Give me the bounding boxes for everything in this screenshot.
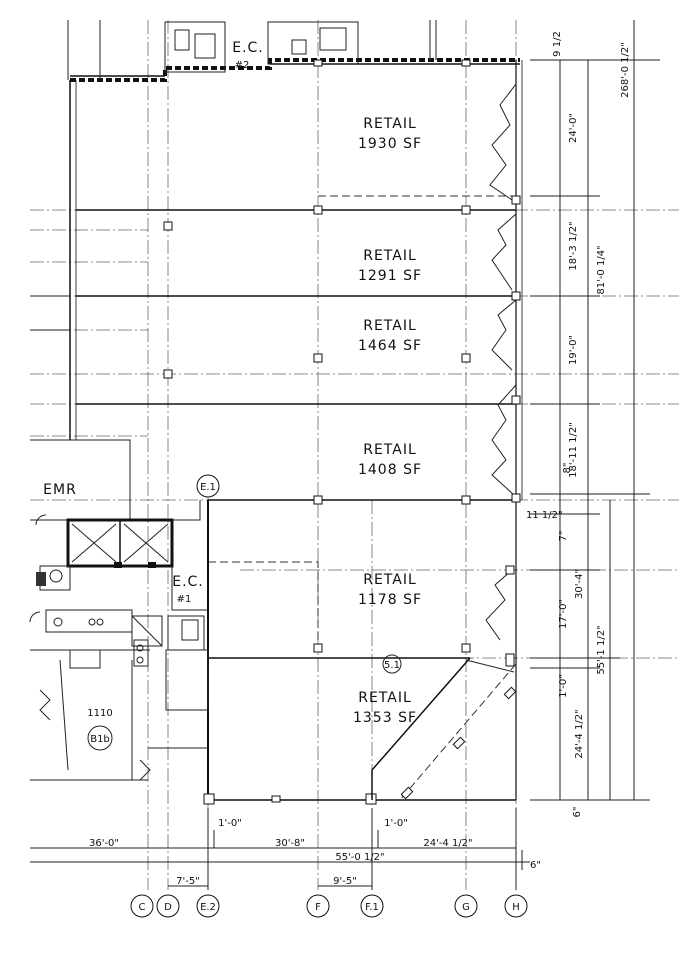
dim-24-4: 24'-4 1/2" <box>574 709 585 758</box>
grid-bubble-d: D <box>164 902 172 913</box>
dim-6in-right: 6" <box>572 807 583 818</box>
retail-6-area: 1353 SF <box>353 710 417 726</box>
room-labels: RETAIL 1930 SF RETAIL 1291 SF RETAIL 146… <box>43 40 422 751</box>
dim-18-3: 18'-3 1/2" <box>568 221 579 270</box>
ec2-label: E.C. <box>232 40 264 56</box>
dim-1-0-left: 1'-0" <box>218 818 242 829</box>
ec1-core <box>29 295 209 781</box>
retail-3-name: RETAIL <box>363 318 417 334</box>
grid-bubbles: E.1 C D E.2 F F.1 G H <box>130 474 528 918</box>
dim-55-0: 55'-0 1/2" <box>335 852 384 863</box>
retail-2-area: 1291 SF <box>358 268 422 284</box>
ec1-label: E.C. <box>172 574 204 590</box>
dim-24-0: 24'-0" <box>568 113 579 143</box>
retail-4-name: RETAIL <box>363 442 417 458</box>
ec1-number: #1 <box>177 594 192 605</box>
dim-19-0: 19'-0" <box>568 335 579 365</box>
retail-2-name: RETAIL <box>363 248 417 264</box>
bubble-5-1-label: 5.1 <box>384 660 400 671</box>
dim-11-half: 11 1/2" <box>526 510 563 521</box>
unit-number: 1110 <box>87 708 112 719</box>
retail-5-name: RETAIL <box>363 572 417 588</box>
grid-bubble-e1: E.1 <box>200 482 216 493</box>
dim-1-0-right: 1'-0" <box>558 674 569 698</box>
dim-30-8: 30'-8" <box>275 838 305 849</box>
retail-demising-walls <box>76 60 523 801</box>
retail-3-area: 1464 SF <box>358 338 422 354</box>
unit-type-circle <box>87 725 113 751</box>
dim-36-0: 36'-0" <box>89 838 119 849</box>
top-exterior-wall <box>67 20 520 440</box>
column-markers <box>163 59 521 805</box>
dim-7-5: 7'-5" <box>176 876 200 887</box>
grid-bubble-e2: E.2 <box>200 902 216 913</box>
storefront-zigzag <box>485 83 517 641</box>
dim-8in: 8" <box>562 463 573 474</box>
dim-18-11: 18'-11 1/2" <box>568 422 579 478</box>
grid-bubble-f: F <box>315 902 321 913</box>
angled-storefront <box>371 657 517 801</box>
dim-6in-bottom: 6" <box>530 860 541 871</box>
dim-55-1: 55'-1 1/2" <box>596 625 607 674</box>
retail-5-area: 1178 SF <box>358 592 422 608</box>
dim-24-4-bottom: 24'-4 1/2" <box>423 838 472 849</box>
retail-4-area: 1408 SF <box>358 462 422 478</box>
retail-1-name: RETAIL <box>363 116 417 132</box>
dim-17-0: 17'-0" <box>558 599 569 629</box>
dim-1-0-mid: 1'-0" <box>384 818 408 829</box>
grid-bubble-g: G <box>462 902 470 913</box>
grid-bubble-h: H <box>512 902 520 913</box>
grid-bubble-f1: F.1 <box>365 902 379 913</box>
ec2-core <box>164 21 359 73</box>
dim-81-0: 81'-0 1/4" <box>596 245 607 294</box>
ec2-number: #2 <box>235 60 250 71</box>
dim-7in: 7" <box>558 531 569 542</box>
bottom-dimensions: 1'-0" 1'-0" 36'-0" 30'-8" 24'-4 1/2" 55'… <box>30 808 541 890</box>
dim-268-0: 268'-0 1/2" <box>620 42 631 98</box>
emr-label: EMR <box>43 482 77 498</box>
grid-bubble-c: C <box>139 902 146 913</box>
retail-1-area: 1930 SF <box>358 136 422 152</box>
dim-9-5: 9'-5" <box>333 876 357 887</box>
right-dimensions: 9 1/2 24'-0" 18'-3 1/2" 19'-0" 18'-11 1/… <box>526 20 660 817</box>
unit-type: B1b <box>90 734 110 745</box>
retail-6-name: RETAIL <box>358 690 412 706</box>
bubble-5-1 <box>382 654 402 674</box>
dim-30-4: 30'-4" <box>574 569 585 599</box>
dim-top-partial: 9 1/2 <box>552 31 563 57</box>
